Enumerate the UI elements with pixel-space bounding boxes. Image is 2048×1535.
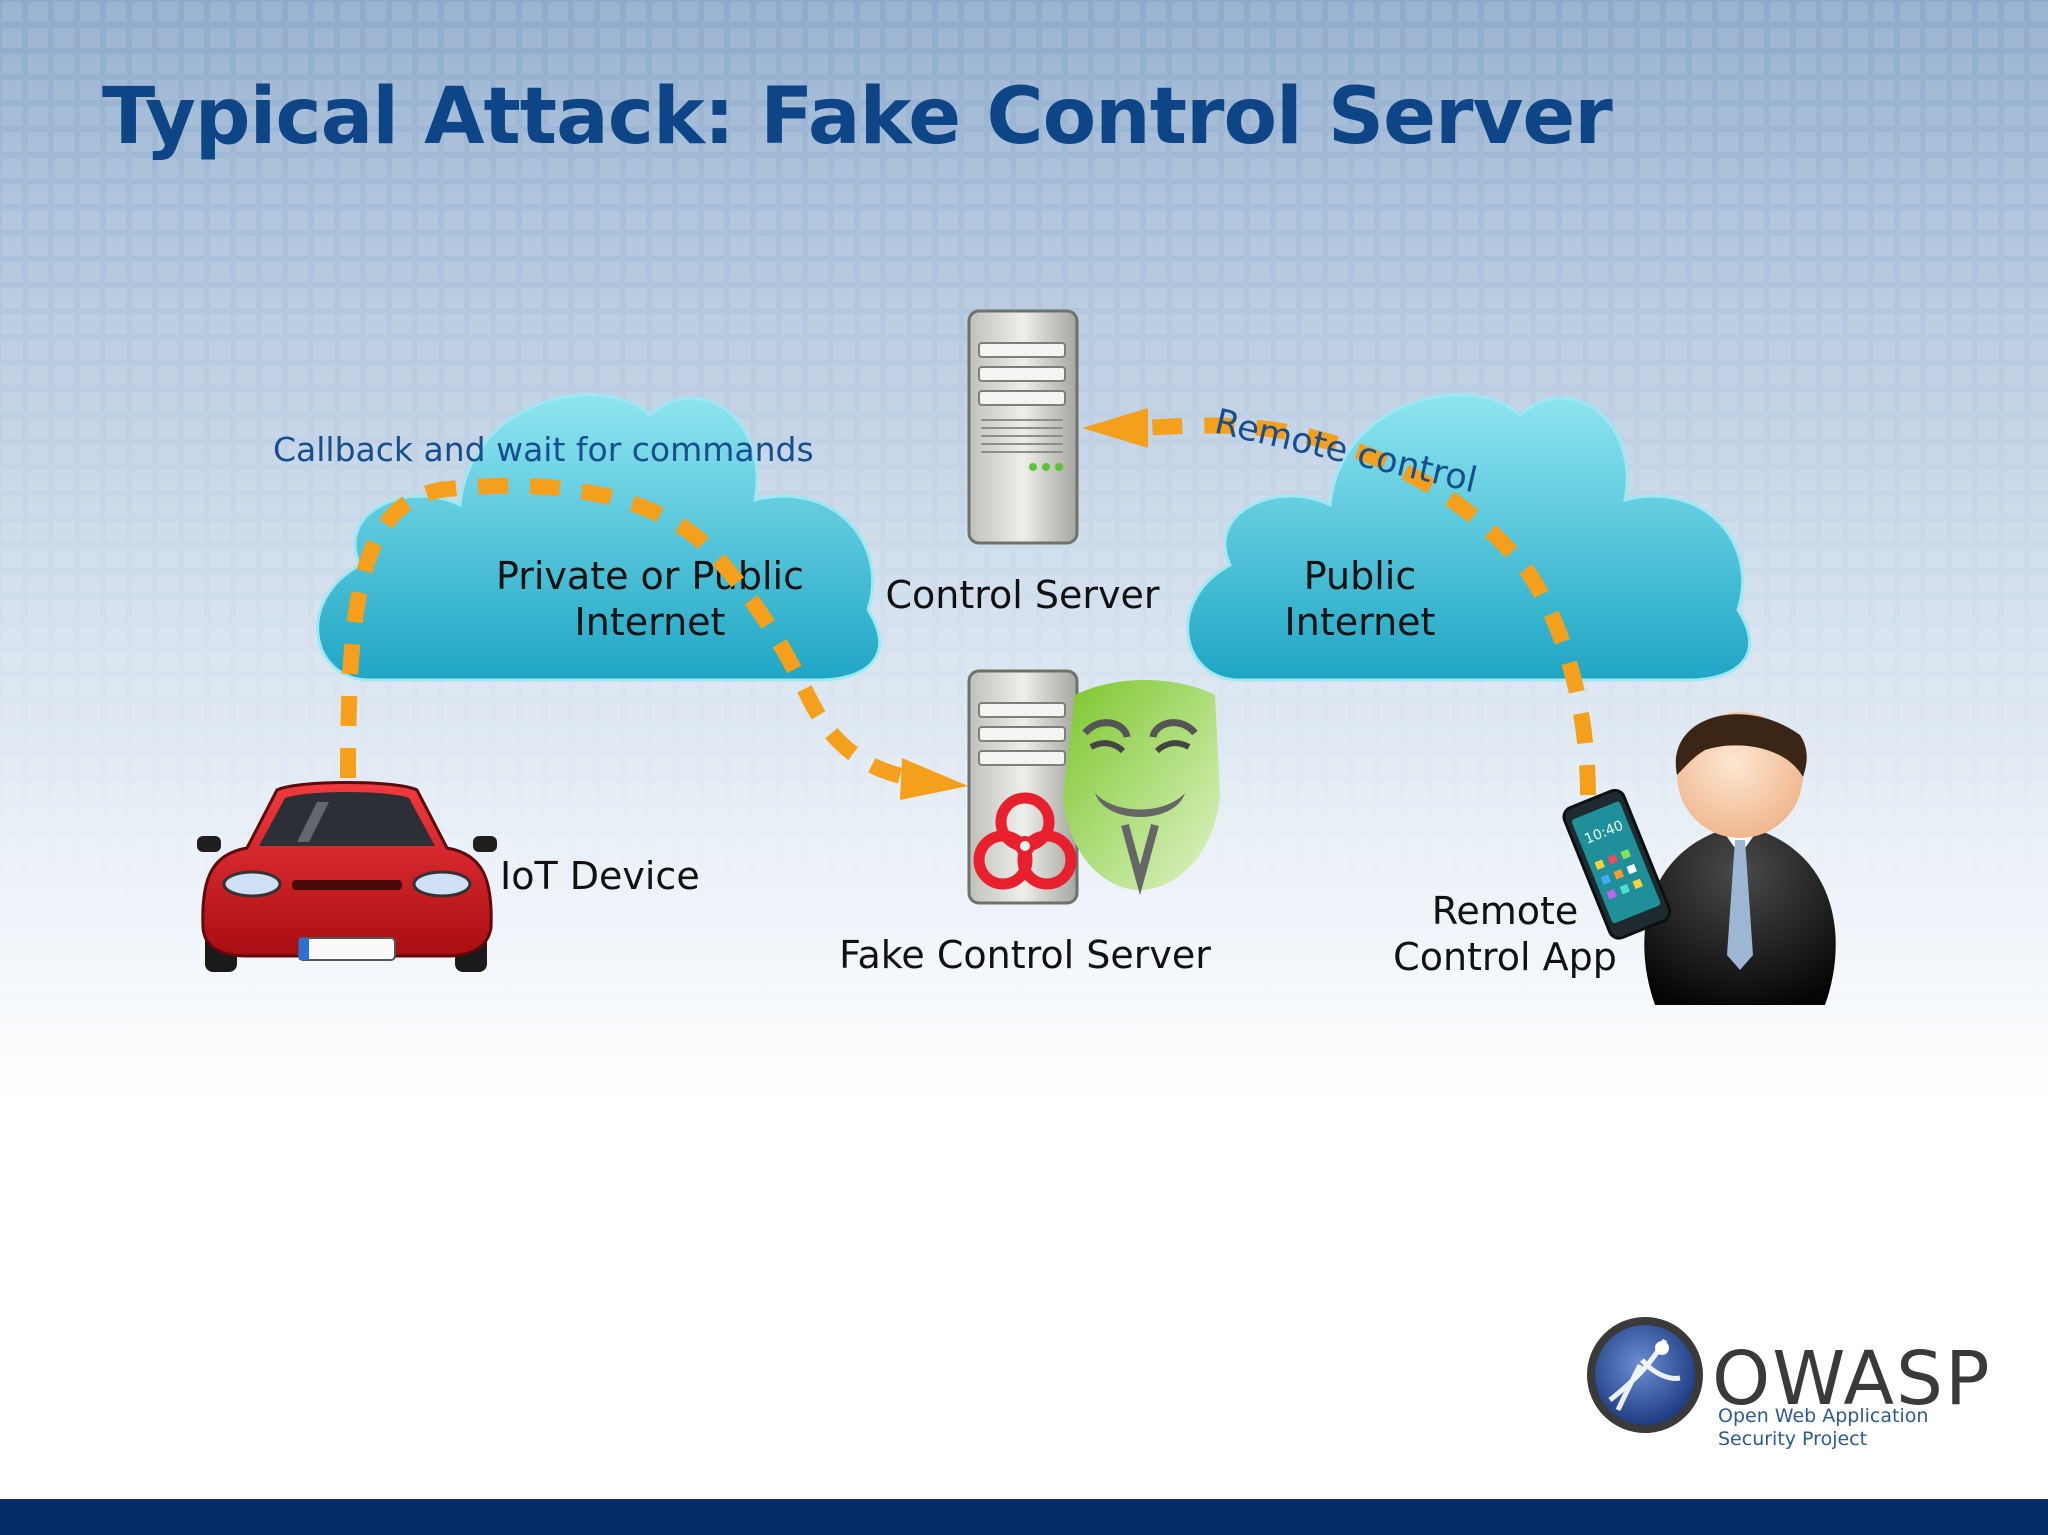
fake-server-icon — [967, 669, 1079, 905]
mask-icon — [1063, 680, 1220, 895]
owasp-subtitle-line1: Open Web Application — [1718, 1405, 1929, 1427]
cloud-label-public-internet: Public Internet — [1230, 553, 1490, 645]
slide-title: Typical Attack: Fake Control Server — [102, 72, 1613, 162]
callback-label: Callback and wait for commands — [273, 430, 814, 469]
cloud-label-line: Private or Public — [496, 554, 804, 598]
remote-app-label-line: Control App — [1393, 935, 1617, 979]
owasp-logo-icon — [1587, 1317, 1703, 1433]
owasp-wordmark: OWASP — [1712, 1336, 1992, 1422]
person-icon — [1644, 712, 1836, 1005]
remote-control-app-label: Remote Control App — [1380, 888, 1630, 980]
fake-control-server-label: Fake Control Server — [839, 933, 1211, 977]
owasp-subtitle-line2: Security Project — [1718, 1428, 1868, 1450]
cloud-label-private-internet: Private or Public Internet — [480, 553, 820, 645]
smartphone-icon: 10:40 — [1562, 788, 1672, 940]
car-icon — [197, 781, 497, 972]
footer-bar — [0, 1499, 2048, 1535]
iot-device-label: IoT Device — [500, 854, 700, 898]
cloud-label-line: Internet — [574, 600, 726, 644]
control-server-label: Control Server — [885, 573, 1160, 617]
cloud-label-line: Internet — [1284, 600, 1436, 644]
biohazard-icon — [973, 792, 1077, 890]
cloud-label-line: Public — [1303, 554, 1417, 598]
remote-app-label-line: Remote — [1431, 889, 1579, 933]
server-icon — [967, 309, 1079, 545]
